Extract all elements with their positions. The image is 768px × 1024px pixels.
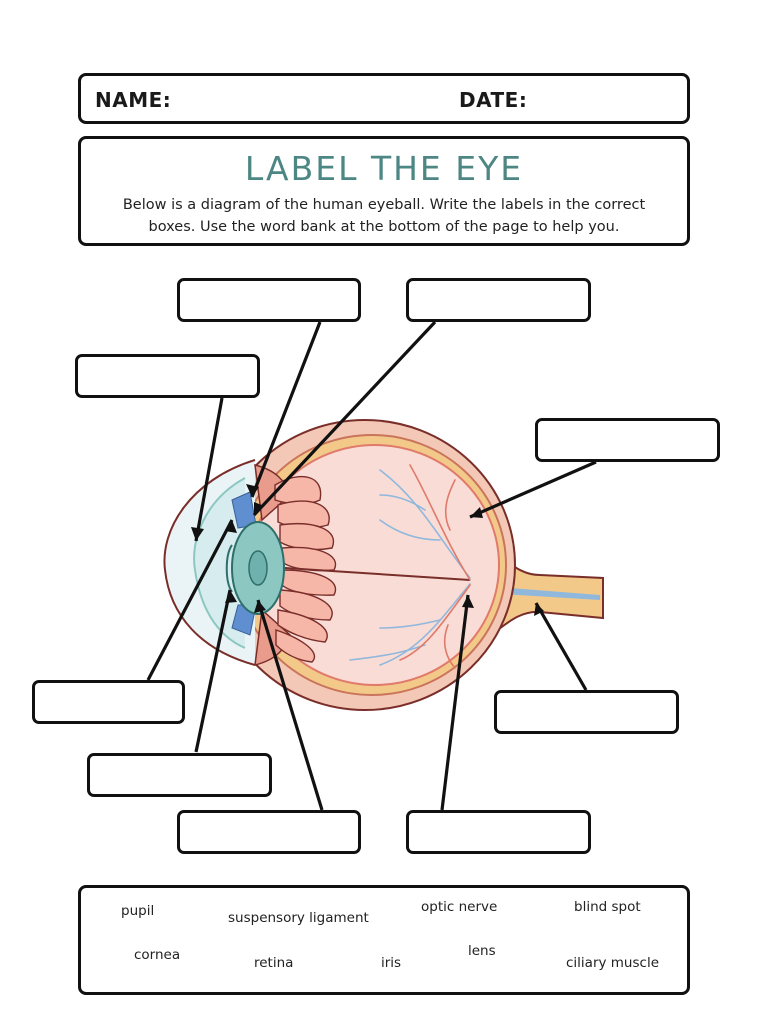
word-bank-item: cornea [134, 947, 181, 963]
sclera [214, 419, 516, 711]
word-bank-item: retina [254, 955, 294, 971]
iris-bottom [231, 604, 257, 636]
lens-edge [225, 544, 233, 593]
visual-axis [284, 567, 471, 581]
lens-inner [248, 550, 268, 586]
lens-shape [231, 521, 285, 615]
name-date-header: NAME: DATE: [78, 73, 690, 124]
title-panel: LABEL THE EYE Below is a diagram of the … [78, 136, 690, 246]
label-box-6[interactable] [494, 690, 679, 734]
word-bank-item: ciliary muscle [566, 955, 659, 971]
date-label: DATE: [459, 88, 528, 112]
label-box-5[interactable] [32, 680, 185, 724]
suspensory-ligament [274, 475, 337, 663]
vitreous-body [250, 444, 500, 686]
word-bank: pupil suspensory ligament optic nerve bl… [78, 885, 690, 995]
iris-top [231, 491, 257, 529]
label-box-9[interactable] [406, 810, 591, 854]
word-bank-item: suspensory ligament [228, 910, 369, 926]
cornea-shape [163, 459, 256, 666]
arrowheads [191, 484, 544, 616]
anterior-chamber [193, 477, 246, 649]
word-bank-item: lens [468, 943, 496, 959]
blood-vessels [349, 464, 471, 669]
optic-nerve-shape [469, 543, 604, 647]
name-label: NAME: [95, 88, 172, 112]
label-box-3[interactable] [75, 354, 260, 398]
choroid [237, 434, 507, 696]
word-bank-item: blind spot [574, 899, 641, 915]
label-box-7[interactable] [87, 753, 272, 797]
instructions-text: Below is a diagram of the human eyeball.… [122, 197, 646, 235]
label-box-4[interactable] [535, 418, 720, 462]
ciliary-body [254, 464, 291, 522]
label-box-2[interactable] [406, 278, 591, 322]
ciliary-body-lower [254, 608, 291, 666]
optic-nerve-inner [470, 585, 600, 600]
label-box-8[interactable] [177, 810, 361, 854]
word-bank-item: optic nerve [421, 899, 498, 915]
word-bank-item: pupil [121, 903, 155, 919]
word-bank-item: iris [381, 955, 402, 971]
label-box-1[interactable] [177, 278, 361, 322]
page-title: LABEL THE EYE [244, 149, 524, 188]
